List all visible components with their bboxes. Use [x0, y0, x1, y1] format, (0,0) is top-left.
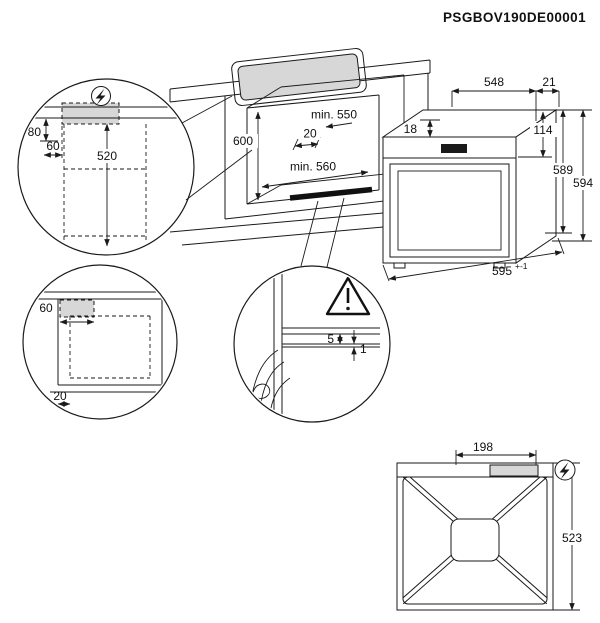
dim-cable-top: 80 [28, 125, 42, 139]
dim-oven-depth: 548 [484, 75, 504, 89]
dim-niche-depth: min. 550 [311, 108, 357, 122]
cable-zone [489, 464, 539, 477]
electrical-connection-icon [91, 86, 111, 106]
dim-top-clearance: 18 [404, 122, 418, 136]
dim-cable-side: 60 [46, 139, 60, 153]
oven-door-glass [397, 170, 502, 251]
dim-control-panel-height: 114 [533, 123, 552, 137]
document-code: PSGBOV190DE00001 [443, 10, 586, 25]
cable-zone [61, 102, 120, 125]
dim-oven-height: 589 [553, 163, 573, 177]
dim-depth: 523 [562, 531, 582, 545]
vent-gap-strip [289, 186, 373, 201]
detail-side-clearance: 60 20 [22, 264, 178, 420]
clearance-zone [59, 299, 95, 318]
detail-vent-gap: 5 1 [233, 197, 391, 423]
dim-vent-gap: 5 [327, 332, 334, 346]
dim-socket-height: 520 [97, 149, 117, 163]
dim-oven-width-tolerance: +-1 [515, 261, 528, 271]
oven-body-outline [402, 476, 548, 605]
dim-clearance-gap: 20 [53, 389, 67, 403]
top-view-outline [396, 462, 554, 611]
dim-niche-width: min. 560 [290, 160, 336, 174]
dim-rear-gap: 20 [303, 127, 317, 141]
wood-grain [249, 349, 291, 415]
oven-front-face [382, 136, 517, 264]
main-isometric-view: 600 min. 550 20 min. 560 548 21 [169, 48, 597, 282]
top-view: 198 523 [396, 440, 587, 611]
cooktop-cutout [237, 53, 361, 101]
dim-cable-position: 198 [473, 440, 493, 454]
floor-lines [169, 212, 384, 246]
countertop [169, 48, 431, 106]
detail-circle [22, 264, 178, 420]
detail-electrical-connection: 80 60 520 [17, 78, 253, 256]
dim-panel-thickness: 1 [360, 342, 367, 356]
detail-circle [233, 265, 391, 423]
callout-line [181, 95, 233, 124]
callout-line [326, 197, 345, 268]
niche-dimensions: 600 min. 550 20 min. 560 [229, 108, 369, 201]
dim-niche-height: 600 [233, 134, 253, 148]
oven-foot-left [393, 262, 406, 269]
oven [381, 109, 558, 269]
dim-clearance-zone: 60 [39, 301, 53, 315]
dim-oven-width: 595 [492, 264, 512, 278]
center-plate [450, 518, 500, 562]
callout-line [185, 149, 253, 201]
cooktop-cutout-rim [231, 48, 367, 106]
electrical-connection-icon [554, 459, 576, 481]
oven-dimensions: 548 21 18 114 589 594 595 [382, 75, 597, 282]
oven-display [441, 144, 467, 153]
dim-handle-depth: 21 [542, 75, 556, 89]
dim-oven-height-total: 594 [573, 176, 593, 190]
callout-line [300, 200, 319, 267]
detail-circle [17, 78, 195, 256]
warning-icon [325, 276, 371, 316]
